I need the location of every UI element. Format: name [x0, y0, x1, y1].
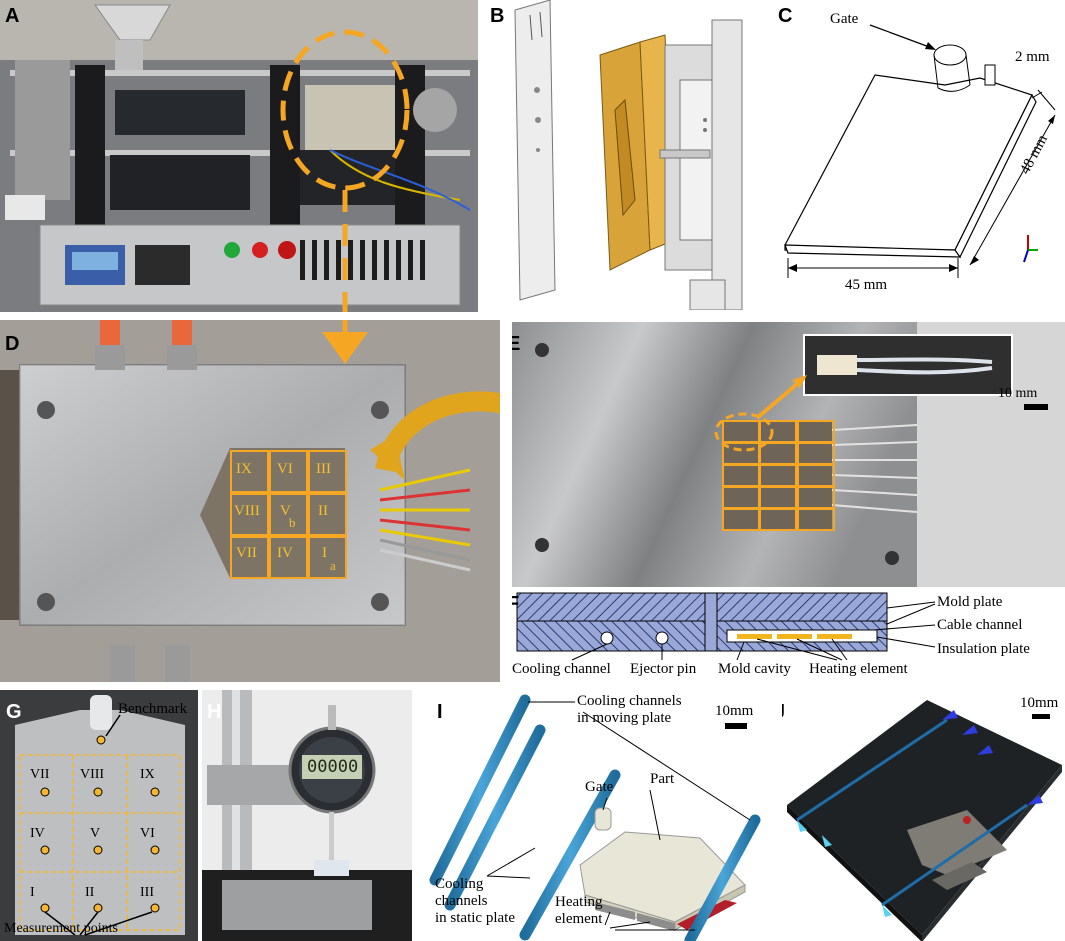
- panel-e-label: E: [512, 333, 521, 355]
- cooling-static-line1: Cooling: [435, 876, 484, 892]
- panel-j-label: J: [782, 702, 785, 722]
- i-scale: 10mm: [715, 703, 754, 719]
- mesh-model-illustration: [787, 700, 1062, 941]
- panel-a-label: A: [5, 5, 20, 27]
- benchmark-label: Benchmark: [118, 701, 188, 717]
- panel-c-label: C: [778, 5, 793, 27]
- panel-d-photo: IX VI III VIII V II VII IV I b a D: [0, 320, 500, 682]
- width-dimension: 45 mm: [845, 277, 888, 293]
- panel-g-photo: G Benchmark VII VIII IX IV V VI I II III…: [0, 690, 198, 941]
- ejector-pin-label: Ejector pin: [630, 661, 697, 677]
- zone-ii: II: [318, 503, 328, 519]
- panel-e-scale: 10 mm: [998, 386, 1038, 401]
- mold-cavity-label: Mold cavity: [718, 661, 791, 677]
- panel-b-label: B: [490, 5, 505, 27]
- zone-grid: [230, 450, 347, 579]
- panel-b-cad: B: [480, 0, 770, 310]
- part-geometry-drawing: [784, 24, 1056, 278]
- g-zone-ix: IX: [140, 767, 155, 782]
- zone-iii: III: [316, 461, 331, 477]
- panel-h-label: H: [207, 701, 222, 723]
- mold-assembly-illustration: [514, 0, 743, 310]
- point-a: a: [330, 558, 336, 573]
- cable-channel-label: Cable channel: [937, 617, 1023, 633]
- zone-vi: VI: [277, 461, 293, 477]
- mold-cross-section: [516, 592, 936, 661]
- i-part-label: Part: [650, 771, 675, 787]
- mold-plate-label: Mold plate: [937, 594, 1003, 610]
- j-scale: 10mm: [1020, 695, 1059, 711]
- panel-i-label: I: [437, 701, 443, 723]
- g-zone-iv: IV: [30, 826, 45, 841]
- zone-i: I: [322, 545, 327, 561]
- i-gate-label: Gate: [585, 779, 614, 795]
- point-b: b: [289, 515, 296, 530]
- mold-plate-illustration: [0, 320, 500, 682]
- thickness-dimension: 2 mm: [1015, 49, 1050, 65]
- cooling-moving-line1: Cooling channels: [577, 693, 682, 709]
- g-zone-iii: III: [140, 885, 154, 900]
- gauge-reading: 00000: [307, 757, 359, 777]
- zone-v: V: [280, 503, 291, 519]
- molded-part-illustration: [0, 690, 198, 941]
- heating-element-line2: element: [555, 911, 603, 927]
- cooling-static-line3: in static plate: [435, 910, 515, 926]
- heating-element-label: Heating element: [809, 661, 908, 677]
- panel-f-schematic: F Mold plate Cable channel Insulation pl…: [512, 590, 1065, 685]
- panel-g-label: G: [6, 701, 22, 723]
- zone-ix: IX: [236, 461, 252, 477]
- g-zone-viii: VIII: [80, 767, 105, 782]
- panel-c-part-geometry: C Gate 2 mm 48 mm 45 mm: [770, 0, 1065, 310]
- panel-e-photo: 10 mm E: [512, 320, 1065, 590]
- dial-gauge-illustration: [202, 690, 412, 941]
- panel-a-photo: A: [0, 0, 478, 312]
- g-zone-i: I: [30, 885, 35, 900]
- cooling-channel-model: [429, 694, 761, 941]
- g-zone-v: V: [90, 826, 101, 841]
- injection-machine-illustration: [0, 0, 478, 312]
- cooling-moving-line2: in moving plate: [577, 710, 672, 726]
- measurement-points-label: Measurement points: [4, 921, 118, 936]
- heating-plate-illustration: [512, 322, 1065, 587]
- heating-element-line1: Heating: [555, 894, 603, 910]
- g-zone-ii: II: [85, 885, 95, 900]
- panel-d-label: D: [5, 333, 20, 355]
- zone-iv: IV: [277, 545, 293, 561]
- panel-j-mesh-model: J 10mm: [782, 690, 1065, 941]
- g-zone-vii: VII: [30, 767, 50, 782]
- cooling-channel-label: Cooling channel: [512, 661, 611, 677]
- cooling-static-line2: channels: [435, 893, 488, 909]
- zone-viii: VIII: [234, 503, 260, 519]
- zone-vii: VII: [236, 545, 257, 561]
- insulation-plate-label: Insulation plate: [937, 641, 1030, 657]
- g-zone-vi: VI: [140, 826, 155, 841]
- panel-i-simulation-model: I Cooling channels in moving plate 10mm …: [425, 690, 780, 941]
- gate-label: Gate: [830, 11, 859, 27]
- panel-h-photo: 00000 H: [202, 690, 412, 941]
- heating-element-grid: [722, 420, 835, 532]
- panel-f-label: F: [512, 593, 520, 615]
